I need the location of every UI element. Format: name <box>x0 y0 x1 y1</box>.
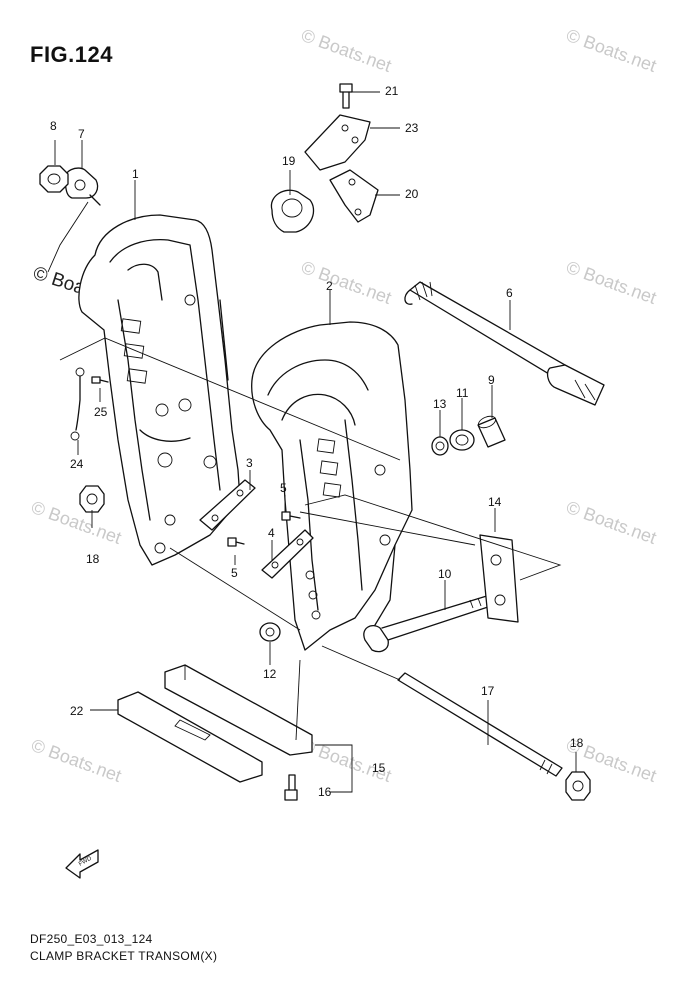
part-16-bolt <box>284 774 298 801</box>
watermark: © Boats.net <box>299 257 394 308</box>
leader-lines <box>54 91 577 793</box>
figure-title: FIG.124 <box>30 42 113 67</box>
callout-6: 6 <box>506 286 513 300</box>
part-25-screw <box>91 376 109 384</box>
callout-labels: 1 2 3 4 5 5 6 7 8 9 10 11 12 13 14 15 16… <box>50 84 584 799</box>
part-15-spacer <box>164 664 313 756</box>
part-11-collar <box>449 429 475 451</box>
watermark: © Boats.net <box>29 497 124 548</box>
callout-18b: 18 <box>86 552 100 566</box>
part-2-clamp-bracket-right <box>251 321 413 651</box>
watermark: © Boats.net <box>564 25 659 76</box>
callout-10: 10 <box>438 567 452 581</box>
callout-1: 1 <box>132 167 139 181</box>
watermark: © Boats.net <box>564 257 659 308</box>
callout-13: 13 <box>433 397 447 411</box>
callout-19: 19 <box>282 154 296 168</box>
callout-3: 3 <box>246 456 253 470</box>
part-1-clamp-bracket-left <box>78 214 241 566</box>
part-22-spacer <box>117 691 263 783</box>
callout-4: 4 <box>268 526 275 540</box>
watermark: © Boats.net <box>29 735 124 786</box>
callout-23: 23 <box>405 121 419 135</box>
part-19-grommet <box>270 189 315 233</box>
callout-16: 16 <box>318 785 332 799</box>
part-20-plate <box>329 169 379 223</box>
callout-15: 15 <box>372 761 386 775</box>
figure-caption: CLAMP BRACKET TRANSOM(X) <box>30 949 218 963</box>
part-21-bolt <box>339 83 353 109</box>
callout-22: 22 <box>70 704 84 718</box>
part-13-washer <box>431 436 449 456</box>
part-5-bolts <box>227 511 301 547</box>
callout-5b: 5 <box>231 566 238 580</box>
callout-8: 8 <box>50 119 57 133</box>
callout-14: 14 <box>488 495 502 509</box>
callout-7: 7 <box>78 127 85 141</box>
part-17-shaft <box>397 672 563 777</box>
part-23-cover <box>304 114 371 171</box>
callout-18a: 18 <box>570 736 584 750</box>
part-18-nut-bottom <box>565 771 591 801</box>
callout-9: 9 <box>488 373 495 387</box>
part-3-plate <box>199 479 256 531</box>
figure-code: DF250_E03_013_124 <box>30 932 153 946</box>
part-6-tilt-tube <box>404 281 605 406</box>
part-14-plate <box>479 534 519 623</box>
callout-12: 12 <box>263 667 277 681</box>
callout-20: 20 <box>405 187 419 201</box>
watermark: © Boats.net <box>564 497 659 548</box>
callout-17: 17 <box>481 684 495 698</box>
part-18-nut-left <box>79 485 105 513</box>
assembly-guide-lines <box>47 201 562 741</box>
callout-21: 21 <box>385 84 399 98</box>
part-24-wire <box>70 367 85 441</box>
part-9-bushing <box>477 415 506 448</box>
callout-5a: 5 <box>280 481 287 495</box>
part-10-bolt <box>363 594 495 653</box>
callout-24: 24 <box>70 457 84 471</box>
part-4-plate <box>261 529 314 579</box>
part-7-plate <box>64 167 101 206</box>
watermark: © Boats.net <box>299 25 394 76</box>
part-8-nut <box>39 165 69 193</box>
fwd-arrow-icon: FWD <box>65 849 99 879</box>
part-12-washer <box>259 622 281 642</box>
callout-11: 11 <box>456 386 469 400</box>
callout-25: 25 <box>94 405 108 419</box>
callout-2: 2 <box>326 279 333 293</box>
